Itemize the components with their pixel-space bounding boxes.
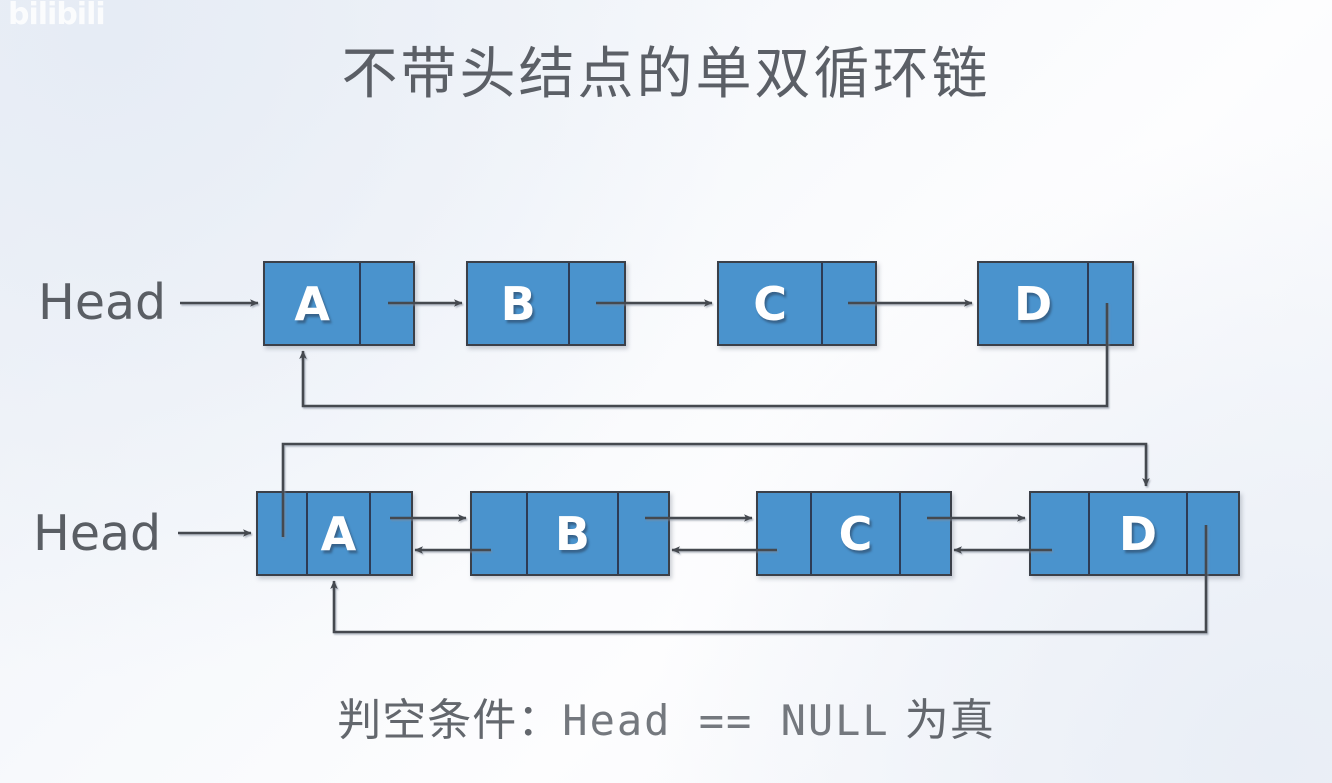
empty-condition-caption: 判空条件：Head == NULL 为真 bbox=[0, 684, 1332, 748]
node-d-next-cell-doubly bbox=[1185, 493, 1238, 574]
node-b-doubly: B bbox=[470, 491, 670, 576]
caption-suffix: 为真 bbox=[889, 695, 995, 746]
node-a-value-singly: A bbox=[294, 276, 330, 331]
node-a-data-cell-singly: A bbox=[265, 263, 360, 344]
node-d-value-doubly: D bbox=[1118, 506, 1158, 561]
head-label-singly: Head bbox=[38, 274, 167, 331]
node-c-value-singly: C bbox=[753, 276, 788, 331]
node-c-data-cell-doubly: C bbox=[809, 493, 900, 574]
node-c-next-cell-singly bbox=[821, 263, 875, 344]
node-b-next-cell-doubly bbox=[617, 493, 668, 574]
node-d-data-cell-doubly: D bbox=[1087, 493, 1186, 574]
node-b-data-cell-doubly: B bbox=[525, 493, 618, 574]
node-b-prev-cell-doubly bbox=[472, 493, 526, 574]
head-label-doubly: Head bbox=[33, 505, 162, 562]
node-a-singly: A bbox=[263, 261, 415, 346]
node-a-next-cell-doubly bbox=[369, 493, 411, 574]
node-c-data-cell-singly: C bbox=[719, 263, 822, 344]
node-d-value-singly: D bbox=[1013, 276, 1053, 331]
node-b-value-doubly: B bbox=[554, 506, 590, 561]
node-a-next-cell-singly bbox=[359, 263, 413, 344]
node-b-value-singly: B bbox=[500, 276, 536, 331]
bilibili-watermark: bilibili bbox=[8, 0, 106, 32]
caption-code: Head == NULL bbox=[562, 696, 890, 745]
node-b-singly: B bbox=[466, 261, 626, 346]
node-d-singly: D bbox=[977, 261, 1134, 346]
caption-prefix: 判空条件： bbox=[337, 695, 563, 746]
node-c-next-cell-doubly bbox=[899, 493, 950, 574]
node-d-doubly: D bbox=[1029, 491, 1240, 576]
node-a-data-cell-doubly: A bbox=[305, 493, 370, 574]
node-b-data-cell-singly: B bbox=[468, 263, 569, 344]
node-c-value-doubly: C bbox=[838, 506, 873, 561]
page-title: 不带头结点的单双循环链 bbox=[341, 42, 991, 107]
node-a-doubly: A bbox=[256, 491, 413, 576]
node-c-doubly: C bbox=[756, 491, 952, 576]
node-d-prev-cell-doubly bbox=[1031, 493, 1088, 574]
node-d-data-cell-singly: D bbox=[979, 263, 1088, 344]
node-a-value-doubly: A bbox=[320, 506, 357, 561]
node-c-prev-cell-doubly bbox=[758, 493, 810, 574]
node-a-prev-cell-doubly bbox=[258, 493, 306, 574]
node-c-singly: C bbox=[717, 261, 877, 346]
node-b-next-cell-singly bbox=[568, 263, 624, 344]
node-d-next-cell-singly bbox=[1087, 263, 1132, 344]
